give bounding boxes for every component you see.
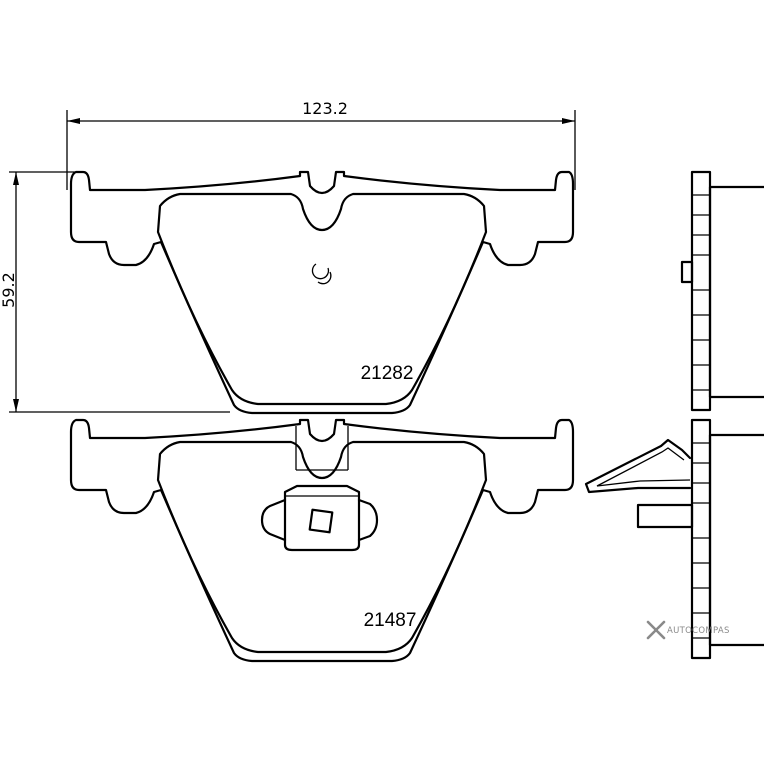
bottom-part-number: 21487 <box>364 610 417 631</box>
wear-indicator-icon <box>311 263 332 285</box>
clip-left-tab <box>260 498 287 542</box>
height-label: 59.2 <box>0 272 18 308</box>
side-spring-clip-outer <box>584 438 692 494</box>
width-dimension: 123.2 <box>66 99 576 190</box>
side-plate-segments-top <box>692 194 710 391</box>
side-backing-plate-top <box>690 170 712 412</box>
side-friction-lining-top <box>708 185 764 399</box>
side-pin-top <box>680 260 694 284</box>
top-part-number: 21282 <box>361 363 414 384</box>
side-view-top <box>680 170 764 412</box>
arrow-up-icon <box>13 172 19 185</box>
side-spring-clip-inner <box>596 447 691 487</box>
autocompas-logo-icon <box>646 620 666 640</box>
clip-body <box>283 484 361 552</box>
clip-right-tab <box>357 498 379 542</box>
bottom-friction-lining <box>156 440 488 654</box>
bottom-backing-plate <box>69 418 575 663</box>
top-friction-lining <box>156 192 488 406</box>
top-brake-pad: 21282 <box>69 170 575 415</box>
side-clip-block <box>636 503 694 529</box>
clip-arms <box>295 426 349 471</box>
top-backing-plate <box>69 170 575 415</box>
height-dimension: 59.2 <box>0 171 230 413</box>
width-label: 123.2 <box>302 99 348 118</box>
clip-center-square <box>308 508 334 534</box>
side-view-bottom <box>584 418 764 660</box>
arrow-left-icon <box>67 118 80 124</box>
bottom-brake-pad: 21487 <box>69 418 575 663</box>
arrow-down-icon <box>13 399 19 412</box>
watermark-text: AUTOCOMPAS <box>667 626 730 636</box>
retaining-spring-clip <box>260 426 379 552</box>
watermark: AUTOCOMPAS <box>646 620 730 640</box>
side-friction-lining-bottom <box>708 433 764 647</box>
side-backing-plate-bottom <box>690 418 712 660</box>
arrow-right-icon <box>562 118 575 124</box>
side-plate-segments-bottom <box>692 442 710 639</box>
